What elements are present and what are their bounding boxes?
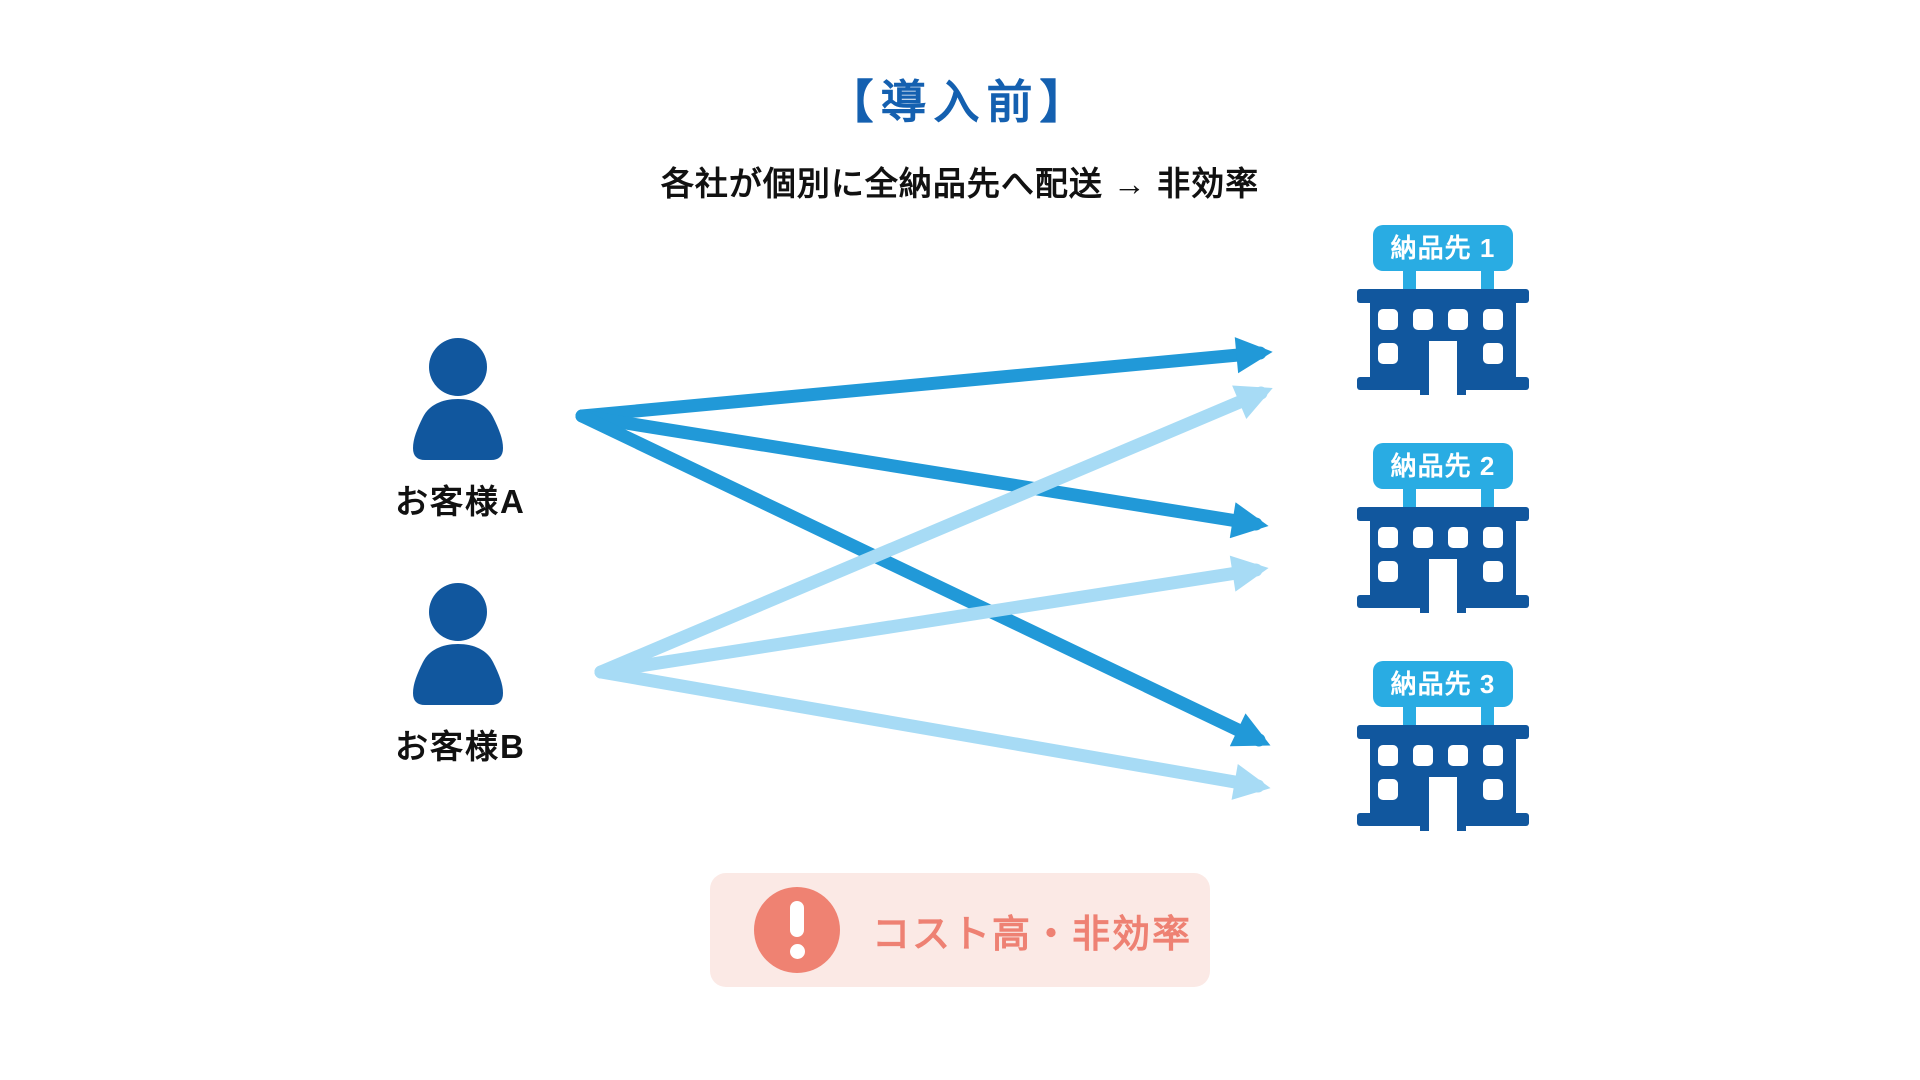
- exclamation-bar: [790, 901, 804, 937]
- customer-a-label: お客様A: [395, 483, 526, 520]
- destination-2-label: 納品先 2: [1373, 443, 1513, 489]
- arrow-A-to-3: [575, 409, 1271, 747]
- building-icon: [1357, 507, 1529, 613]
- exclamation-dot: [789, 944, 805, 959]
- label-leg: [1403, 269, 1416, 290]
- destination-3-node: 納品先 3: [1357, 661, 1529, 833]
- destination-1-label: 納品先 1: [1373, 225, 1513, 271]
- label-leg: [1481, 269, 1494, 290]
- customer-b-label: お客様B: [395, 728, 526, 765]
- destination-2-node: 納品先 2: [1357, 443, 1529, 615]
- label-leg: [1403, 487, 1416, 508]
- customer-b-node: お客様B: [395, 583, 526, 768]
- arrow-B-to-3: [594, 665, 1271, 800]
- person-icon: [413, 338, 503, 460]
- label-leg: [1481, 487, 1494, 508]
- page-title: 【導入前】: [827, 76, 1093, 128]
- person-icon: [413, 583, 503, 705]
- building-icon: [1357, 725, 1529, 831]
- arrow-A-to-1: [575, 337, 1273, 423]
- warning-banner: コスト高・非効率: [710, 873, 1210, 987]
- page-subtitle: 各社が個別に全納品先へ配送 → 非効率: [660, 165, 1260, 202]
- destination-1-node: 納品先 1: [1357, 225, 1529, 397]
- warning-text: コスト高・非効率: [872, 913, 1193, 956]
- destination-3-label: 納品先 3: [1373, 661, 1513, 707]
- arrow-B-to-2: [594, 555, 1269, 679]
- exclamation-icon: [754, 887, 840, 973]
- building-icon: [1357, 289, 1529, 395]
- customer-a-node: お客様A: [395, 338, 526, 523]
- arrow-B-to-1: [594, 385, 1273, 679]
- label-leg: [1403, 705, 1416, 726]
- arrow-A-to-2: [575, 409, 1269, 539]
- label-leg: [1481, 705, 1494, 726]
